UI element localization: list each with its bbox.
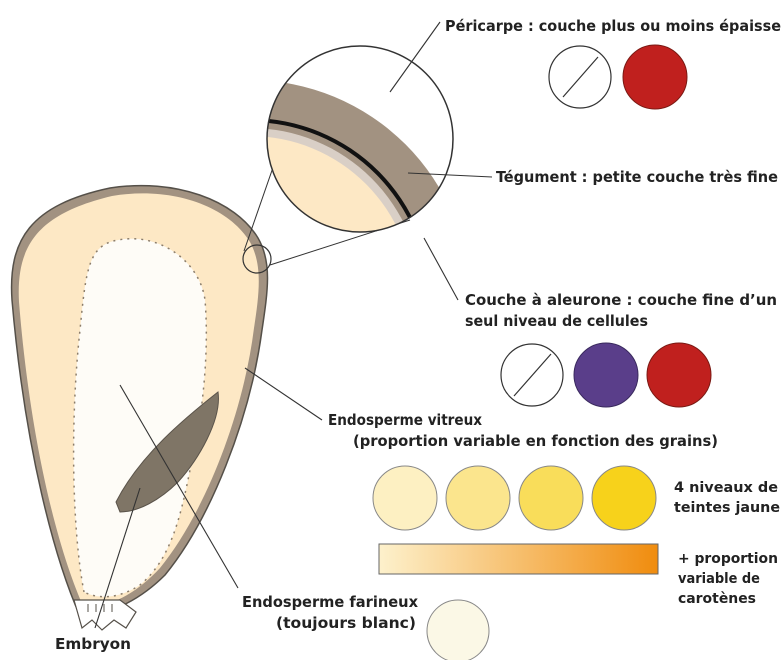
- carotene-gradient-bar: [379, 544, 658, 574]
- jaune-swatch-4: [592, 466, 656, 530]
- label-vitreux-1: Endosperme vitreux: [328, 411, 482, 429]
- label-aleurone-1: Couche à aleurone : couche fine d’un: [465, 291, 777, 309]
- aleurone-swatch-purple: [574, 343, 638, 407]
- kernel-tip-cap: [74, 600, 136, 630]
- label-jaune-2: teintes jaune: [674, 500, 780, 516]
- kernel: [12, 186, 268, 630]
- aleurone-swatches: [501, 343, 711, 407]
- pericarpe-swatch-red: [623, 45, 687, 109]
- label-vitreux-2: (proportion variable en fonction des gra…: [353, 432, 718, 450]
- label-carotenes-2: variable de: [678, 571, 760, 587]
- jaune-swatch-1: [373, 466, 437, 530]
- label-jaune-1: 4 niveaux de: [674, 480, 778, 496]
- label-embryon: Embryon: [55, 635, 131, 653]
- jaune-swatch-2: [446, 466, 510, 530]
- label-carotenes-1: + proportion: [678, 551, 778, 567]
- aleurone-swatch-red: [647, 343, 711, 407]
- jaune-swatch-3: [519, 466, 583, 530]
- label-farineux-2: (toujours blanc): [276, 614, 416, 632]
- label-pericarpe: Péricarpe : couche plus ou moins épaisse: [445, 17, 781, 35]
- label-farineux-1: Endosperme farineux: [242, 593, 418, 611]
- label-aleurone-2: seul niveau de cellules: [465, 312, 648, 330]
- jaune-swatches: [373, 466, 656, 530]
- label-tegument: Tégument : petite couche très fine: [496, 168, 778, 186]
- pericarpe-swatches: [549, 45, 687, 109]
- label-carotenes-3: carotènes: [678, 591, 756, 607]
- farineux-swatch: [427, 600, 489, 660]
